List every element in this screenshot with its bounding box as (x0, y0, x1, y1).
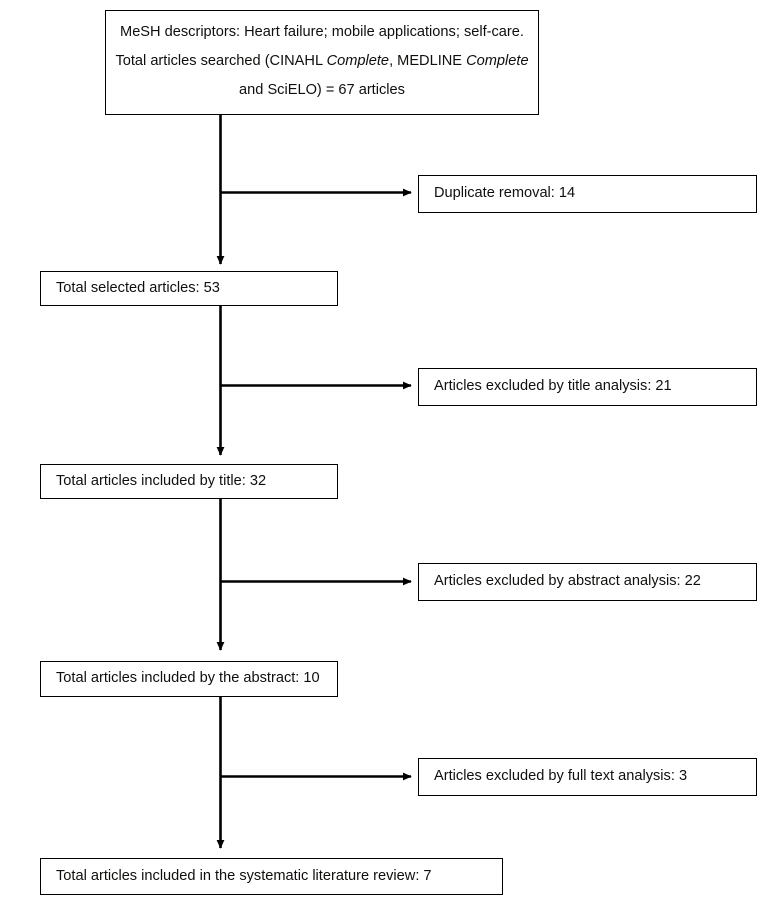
search-strategy-line-databases: Total articles searched (CINAHL Complete… (115, 52, 529, 69)
included-by-abstract-label: Total articles included by the abstract:… (56, 670, 320, 687)
search-strategy-databases-prefix: Total articles searched (CINAHL (115, 52, 327, 69)
included-by-title-label: Total articles included by title: 32 (56, 472, 267, 489)
search-strategy-line-descriptors: MeSH descriptors: Heart failure; mobile … (120, 23, 524, 40)
node-search-strategy: MeSH descriptors: Heart failure; mobile … (105, 10, 539, 115)
node-included-in-review: Total articles included in the systemati… (40, 858, 503, 895)
node-duplicate-removal: Duplicate removal: 14 (418, 175, 757, 213)
search-strategy-cinahl-complete: Complete (326, 52, 390, 69)
node-included-by-abstract: Total articles included by the abstract:… (40, 661, 338, 697)
included-in-review-label: Total articles included in the systemati… (56, 867, 432, 884)
node-total-selected-articles: Total selected articles: 53 (40, 271, 338, 306)
excluded-by-title-label: Articles excluded by title analysis: 21 (434, 378, 672, 395)
excluded-by-full-text-label: Articles excluded by full text analysis:… (434, 768, 688, 785)
duplicate-removal-label: Duplicate removal: 14 (434, 185, 576, 202)
search-strategy-databases-mid: , MEDLINE (389, 52, 467, 69)
node-included-by-title: Total articles included by title: 32 (40, 464, 338, 499)
excluded-by-abstract-label: Articles excluded by abstract analysis: … (434, 573, 701, 590)
search-strategy-medline-complete: Complete (466, 52, 529, 69)
total-selected-articles-label: Total selected articles: 53 (56, 279, 220, 296)
node-excluded-by-title: Articles excluded by title analysis: 21 (418, 368, 757, 406)
search-strategy-line-total: and SciELO) = 67 articles (239, 82, 405, 99)
node-excluded-by-abstract: Articles excluded by abstract analysis: … (418, 563, 757, 601)
node-excluded-by-full-text: Articles excluded by full text analysis:… (418, 758, 757, 796)
